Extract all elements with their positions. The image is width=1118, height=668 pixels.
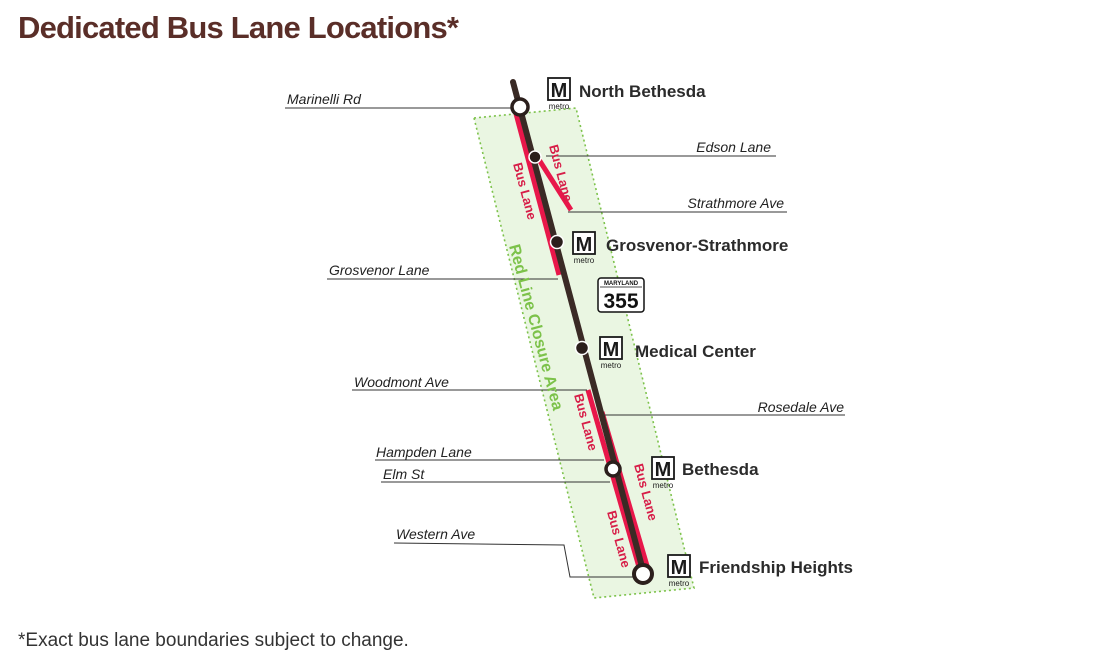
svg-text:M: M bbox=[655, 459, 672, 481]
street-label-edson-lane: Edson Lane bbox=[696, 139, 771, 155]
street-label-hampden-lane: Hampden Lane bbox=[376, 444, 472, 460]
bus-lane-segment-nb-north bbox=[533, 153, 574, 212]
station-label-north-bethesda: North Bethesda bbox=[579, 82, 706, 101]
street-label-grosvenor-lane: Grosvenor Lane bbox=[329, 262, 430, 278]
metro-icon-bethesda: M metro bbox=[651, 456, 675, 490]
street-leader-lines bbox=[285, 107, 845, 578]
metro-icon-north-bethesda: M metro bbox=[547, 77, 571, 111]
station-marker-medical-center bbox=[574, 340, 590, 356]
svg-text:M: M bbox=[603, 339, 620, 361]
street-label-rosedale-ave: Rosedale Ave bbox=[758, 399, 845, 415]
station-label-medical-center: Medical Center bbox=[635, 342, 756, 361]
street-label-marinelli-rd: Marinelli Rd bbox=[287, 91, 362, 107]
svg-text:metro: metro bbox=[549, 102, 570, 111]
svg-text:355: 355 bbox=[603, 290, 638, 313]
bus-lane-segments bbox=[512, 109, 653, 577]
station-label-friendship-heights: Friendship Heights bbox=[699, 558, 853, 577]
street-label-western-ave: Western Ave bbox=[396, 526, 475, 542]
station-label-grosvenor-strathmore: Grosvenor-Strathmore bbox=[606, 236, 788, 255]
svg-text:M: M bbox=[551, 80, 568, 102]
street-label-strathmore-ave: Strathmore Ave bbox=[688, 195, 785, 211]
svg-text:MARYLAND: MARYLAND bbox=[604, 281, 639, 287]
metro-icon-medical-center: M metro bbox=[599, 336, 623, 370]
station-marker-friendship-heights bbox=[632, 563, 654, 585]
bus-lane-segment-sb-south bbox=[585, 389, 644, 575]
metro-icon-friendship-heights: M metro bbox=[667, 554, 691, 588]
svg-text:metro: metro bbox=[669, 579, 690, 588]
metro-icon-grosvenor-strathmore: M metro bbox=[572, 231, 596, 265]
leader-western-ave bbox=[393, 542, 637, 578]
street-label-woodmont-ave: Woodmont Ave bbox=[354, 374, 449, 390]
svg-text:metro: metro bbox=[574, 256, 595, 265]
street-marker-edson-lane bbox=[528, 150, 542, 164]
rockville-pike-road bbox=[510, 79, 648, 581]
maryland-route-355-shield-icon: MARYLAND 355 bbox=[597, 277, 645, 313]
svg-text:metro: metro bbox=[653, 481, 674, 490]
svg-text:M: M bbox=[576, 234, 593, 256]
station-markers bbox=[510, 97, 654, 585]
svg-text:metro: metro bbox=[601, 361, 622, 370]
bus-lane-segment-sb-north bbox=[512, 109, 562, 276]
station-marker-north-bethesda bbox=[510, 97, 530, 117]
footnote: *Exact bus lane boundaries subject to ch… bbox=[18, 630, 409, 651]
street-label-elm-st: Elm St bbox=[383, 466, 425, 482]
svg-text:M: M bbox=[671, 557, 688, 579]
station-marker-grosvenor-strathmore bbox=[549, 234, 565, 250]
station-marker-bethesda bbox=[604, 460, 622, 478]
page-title: Dedicated Bus Lane Locations* bbox=[18, 10, 459, 45]
station-label-bethesda: Bethesda bbox=[682, 460, 759, 479]
